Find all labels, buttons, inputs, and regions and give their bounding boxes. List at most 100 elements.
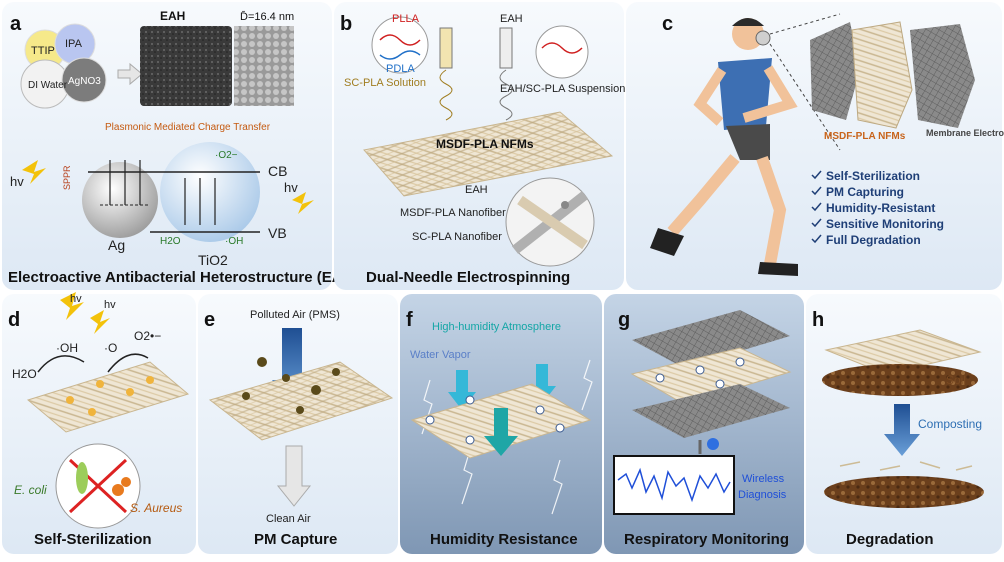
- bubble-water-label: DI Water: [28, 80, 68, 91]
- syringe-left: [439, 27, 453, 69]
- zoom-line-top: [769, 13, 841, 35]
- runner-arm-back: [693, 67, 727, 126]
- panel-g-caption: Respiratory Monitoring: [624, 531, 789, 548]
- feature-list: Self-Sterilization PM Capturing Humidity…: [811, 169, 944, 247]
- hv-right-label: hv: [284, 180, 298, 195]
- panel-a: a TTIP IPA DI Water AgNO3 EAH D̄=16.4 nm…: [2, 2, 358, 290]
- ag-label: Ag: [108, 237, 125, 253]
- reaction-arrow-icon: [107, 353, 149, 373]
- feature-humidity-resistant: Humidity-Resistant: [826, 201, 935, 215]
- feature-self-sterilization: Self-Sterilization: [826, 169, 920, 183]
- light-bolt-icon: [292, 192, 314, 214]
- precursor-bubbles: TTIP IPA DI Water AgNO3: [20, 23, 107, 109]
- saureus-label: S. Aureus: [130, 501, 182, 515]
- superoxide-label: O2•−: [134, 329, 161, 343]
- panel-a-caption: Electroactive Antibacterial Heterostruct…: [8, 269, 358, 286]
- pm-particles: [242, 357, 340, 414]
- callout-sc-fiber: SC-PLA Nanofiber: [412, 231, 502, 243]
- atmosphere-label: High-humidity Atmosphere: [432, 321, 561, 333]
- bubble-ttip-label: TTIP: [31, 45, 55, 57]
- reaction-arrow-icon: [37, 355, 85, 373]
- eah-particle: [561, 201, 569, 209]
- feature-pm-capturing: PM Capturing: [826, 185, 904, 199]
- hv-label-2: hv: [104, 299, 116, 311]
- bluetooth-icon: [707, 438, 719, 450]
- check-icon: [811, 234, 822, 244]
- panel-e-caption: PM Capture: [254, 531, 337, 548]
- signal-plot-box: [613, 455, 735, 515]
- ecoli-label: E. coli: [14, 483, 47, 497]
- fiber-tan: [517, 195, 588, 250]
- lightning-streaks: [421, 359, 593, 515]
- pdla-chain: [379, 50, 421, 60]
- runner-back-leg: [667, 154, 740, 236]
- panel-d-background: [2, 294, 196, 554]
- water-label: H2O: [160, 236, 181, 247]
- plla-chain: [379, 34, 421, 46]
- jet-left: [439, 69, 453, 121]
- hydroxyl-label: ·OH: [56, 341, 78, 355]
- suspension-chain: [541, 42, 583, 54]
- kill-cross-icon: [68, 458, 128, 514]
- composting-arrow-icon: [884, 404, 920, 456]
- nanofiber-mat-overlay: [364, 112, 612, 196]
- panel-f: f High-humidity Atmosphere Water Vapor H…: [400, 294, 602, 554]
- vb-label: VB: [268, 225, 287, 241]
- runner-shoe-back: [650, 228, 684, 256]
- panel-d-caption: Self-Sterilization: [34, 531, 152, 548]
- nfm-layer: [630, 347, 792, 405]
- bubble-ipa-label: IPA: [65, 38, 83, 50]
- panel-h-letter: h: [812, 309, 824, 331]
- nanofiber-mat-overlay: [210, 362, 392, 440]
- check-icon: [811, 186, 822, 196]
- panel-h-caption: Degradation: [846, 531, 934, 548]
- tio2-sphere: [160, 142, 260, 242]
- suspension-label: EAH/SC-PLA Suspension: [500, 83, 625, 95]
- soil-label: Soil: [946, 373, 966, 387]
- panel-g: g Wireless Diagnosis Respiratory Monitor…: [604, 294, 804, 554]
- panel-b-caption: Dual-Needle Electrospinning: [366, 269, 570, 286]
- panel-g-letter: g: [618, 309, 630, 331]
- suspension-inset: [535, 25, 589, 79]
- solution-label: SC-PLA Solution: [344, 77, 426, 89]
- runner-shorts: [726, 124, 770, 160]
- hydroxyl-label: ·OH: [225, 236, 243, 247]
- callout-msdf-fiber: MSDF-PLA Nanofiber: [400, 207, 506, 219]
- eah-particles: [425, 395, 565, 445]
- oxygen-label: ·O: [104, 341, 117, 355]
- arrow-to-powder-icon: [117, 62, 143, 86]
- plla-label: PLLA: [392, 13, 420, 25]
- charge-transfer-label: Plasmonic Mediated Charge Transfer: [105, 122, 271, 133]
- soil-layer: [822, 364, 978, 396]
- panel-b-letter: b: [340, 13, 352, 35]
- polluted-air-label: Polluted Air (PMS): [250, 309, 340, 321]
- excitation-arrows: [109, 160, 216, 225]
- soil-layer-degraded: [824, 476, 984, 508]
- respiration-signal-trace: [617, 467, 731, 503]
- bubble-agno3: [61, 57, 107, 103]
- mask-layer-nfm: [851, 21, 913, 129]
- light-bolt-icon: [60, 292, 84, 320]
- mask-icon: [755, 30, 771, 46]
- check-icon: [811, 170, 822, 180]
- panel-c: c MSDF-PLA NFMs Membrane Electrode Self-…: [626, 2, 1004, 290]
- top-electrode-layer: [632, 310, 790, 368]
- panel-a-letter: a: [10, 13, 22, 35]
- ag-sphere: [82, 162, 158, 238]
- panel-f-caption: Humidity Resistance: [430, 531, 578, 548]
- panel-f-letter: f: [406, 309, 413, 331]
- light-bolt-icon: [22, 160, 46, 184]
- clean-air-label: Clean Air: [266, 513, 311, 525]
- panel-b: b PLLA PDLA EAH SC-PLA Solution EAH/SC-P…: [334, 2, 625, 290]
- water-label: H2O: [12, 367, 37, 381]
- sem-image: [234, 26, 294, 106]
- check-icon: [811, 202, 822, 212]
- eah-powder-image: [140, 26, 232, 106]
- ecoli-icon: [76, 462, 88, 494]
- eah-particles: [655, 357, 745, 389]
- hv-left-label: hv: [10, 174, 24, 189]
- saureus-icon: [112, 484, 124, 496]
- mask-layer-outer: [810, 22, 860, 120]
- particle-size-label: D̄=16.4 nm: [240, 10, 294, 23]
